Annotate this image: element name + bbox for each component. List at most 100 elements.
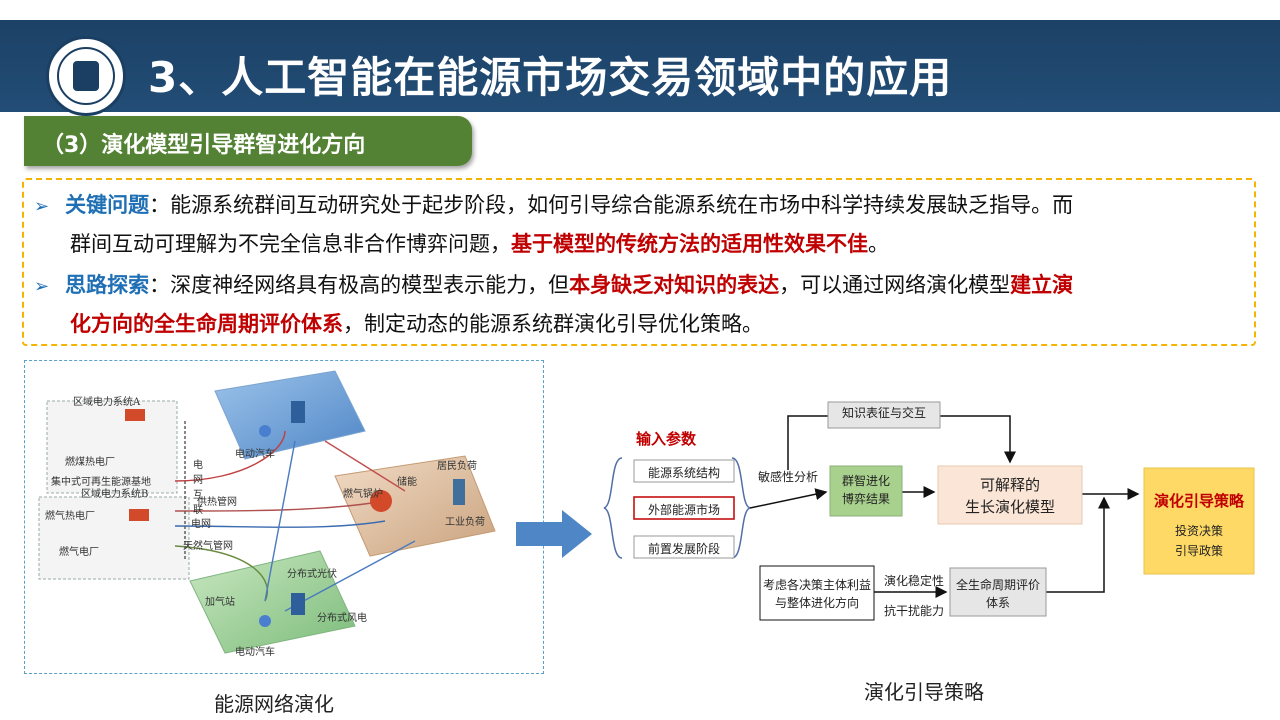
bullet-2-text-1b: ，可以通过网络演化模型	[779, 273, 1011, 297]
building-icon	[453, 479, 465, 505]
input-title: 输入参数	[636, 430, 697, 448]
swarm-label-2: 博弈结果	[841, 492, 890, 506]
building-icon	[291, 593, 305, 615]
model-label-2: 生长演化模型	[964, 498, 1055, 516]
bullet-2-text-2b: ，制定动态的能源系统群演化引导优化策略。	[343, 312, 763, 336]
right-figure-caption: 演化引导策略	[864, 680, 984, 704]
label-gas-pipe: 天然气管网	[183, 541, 233, 552]
logo-ring	[57, 47, 115, 105]
consider-box	[759, 565, 875, 621]
region-a-box	[46, 400, 178, 494]
bullet-2-line-1: ➢ 思路探索：深度神经网络具有极高的模型表示能力，但本身缺乏对知识的表达，可以通过…	[34, 268, 1073, 304]
arrow-knowledge-to-model	[940, 415, 1016, 464]
strategy-flow-diagram	[603, 401, 1255, 621]
stability-label: 演化稳定性	[884, 574, 945, 588]
substation-icon	[129, 509, 149, 521]
bullet-1-keyword: 关键问题	[65, 193, 150, 217]
label-residential: 居民负荷	[437, 461, 477, 472]
label-gas-boiler: 燃气锅炉	[343, 489, 383, 500]
header-top-strip	[0, 0, 1280, 20]
link-line-3	[284, 540, 416, 612]
bullet-1-highlight: 基于模型的传统方法的适用性效果不佳	[511, 232, 868, 256]
strategy-box	[1143, 467, 1255, 575]
consider-label-1: 考虑各决策主体利益	[762, 578, 871, 592]
label-ev-1: 电动汽车	[235, 449, 275, 460]
swarm-label-1: 群智进化	[841, 474, 890, 488]
heat-pipe-line-2	[174, 500, 386, 512]
bullet-1-line-2: 群间互动可理解为不完全信息非合作博弈问题，基于模型的传统方法的适用性效果不佳。	[70, 227, 889, 261]
storage-icon	[370, 490, 392, 512]
bullet-1-line-1: ➢ 关键问题：能源系统群间互动研究处于起步阶段，如何引导综合能源系统在市场中科学持…	[34, 188, 1073, 224]
label-ev-2: 电动汽车	[235, 647, 275, 658]
grid-line	[174, 520, 386, 528]
knowledge-label: 知识表征与交互	[841, 406, 926, 420]
arrow-to-knowledge	[787, 415, 828, 470]
bullet-2-keyword: 思路探索	[65, 273, 150, 297]
label-dist-wind: 分布式风电	[317, 613, 367, 624]
input-2: 外部能源市场	[647, 503, 720, 517]
label-grid-interconnect: 电网互联	[193, 460, 203, 516]
bullet-2-text-1a: ：深度神经网络具有极高的模型表示能力，但	[149, 273, 570, 297]
region-b-box	[38, 496, 190, 580]
link-line-2	[324, 440, 406, 492]
ev-icon	[259, 425, 271, 437]
label-region-b: 区域电力系统B	[81, 489, 149, 500]
label-heat-pipe: 供热管网	[197, 497, 237, 508]
bullet-1-text-1: ：能源系统群间互动研究处于起步阶段，如何引导综合能源系统在市场中科学持续发展缺乏…	[149, 193, 1074, 217]
strategy-item-2: 引导政策	[1174, 544, 1223, 558]
lifecycle-box	[949, 567, 1047, 617]
input-3: 前置发展阶段	[647, 542, 720, 556]
building-icon	[291, 401, 305, 423]
substation-icon	[125, 409, 145, 421]
input-bracket-left	[603, 457, 623, 559]
swarm-box	[829, 465, 903, 517]
model-label-1: 可解释的	[979, 476, 1040, 494]
input-box-2	[633, 496, 735, 520]
sensitivity-label: 敏感性分析	[758, 470, 819, 484]
label-dist-pv: 分布式光伏	[287, 569, 337, 580]
platform-ev-district	[214, 370, 366, 460]
logo-core	[73, 61, 99, 91]
label-storage: 储能	[397, 477, 417, 488]
ev-icon	[259, 615, 271, 627]
link-line-1	[264, 440, 296, 602]
label-gas-chp: 燃气热电厂	[45, 511, 95, 522]
label-grid: 电网	[191, 519, 211, 530]
section-tab: （3）演化模型引导群智进化方向	[24, 116, 472, 166]
header-banner	[0, 0, 1280, 112]
input-1: 能源系统结构	[647, 466, 720, 480]
left-figure-caption: 能源网络演化	[214, 692, 334, 716]
label-renewable: 集中式可再生能源基地	[51, 477, 151, 488]
bullet-arrow-icon: ➢	[34, 276, 50, 297]
bullet-1-text-2b: 。	[868, 232, 889, 256]
anti-interference-label: 抗干扰能力	[884, 604, 945, 618]
label-region-a: 区域电力系统A	[73, 397, 141, 408]
section-label: （3）演化模型引导群智进化方向	[42, 133, 366, 158]
knowledge-box	[827, 401, 941, 429]
bullet-2-highlight-1: 本身缺乏对知识的表达	[569, 273, 780, 297]
input-box-1	[633, 459, 735, 483]
lifecycle-label-1: 全生命周期评价	[955, 578, 1040, 592]
energy-network-diagram	[38, 370, 496, 654]
arrow-to-swarm	[749, 488, 828, 509]
label-coal-plant: 燃煤热电厂	[65, 457, 115, 468]
label-gas-plant: 燃气电厂	[59, 547, 99, 558]
bullet-arrow-icon: ➢	[34, 196, 50, 217]
heat-pipe-line	[174, 430, 286, 482]
slide-title: 3、人工智能在能源市场交易领域中的应用	[148, 53, 953, 102]
bullet-2-line-2: 化方向的全生命周期评价体系，制定动态的能源系统群演化引导优化策略。	[70, 307, 763, 341]
university-logo-icon	[46, 36, 126, 116]
lifecycle-label-2: 体系	[985, 596, 1010, 610]
bullet-2-highlight-2: 建立演	[1010, 273, 1074, 297]
label-industrial: 工业负荷	[445, 517, 485, 528]
bullet-2-highlight-3: 化方向的全生命周期评价体系	[70, 312, 343, 336]
arrow-lifecycle-to-model	[1046, 496, 1110, 593]
strategy-title: 演化引导策略	[1153, 492, 1244, 510]
model-box	[937, 465, 1083, 525]
platform-distributed-district	[189, 550, 356, 654]
consider-label-2: 与整体进化方向	[774, 596, 859, 610]
energy-network-figure: 区域电力系统A 燃煤热电厂 集中式可再生能源基地 区域电力系统B 燃气热电厂 燃…	[24, 360, 544, 674]
flow-arrow-icon	[516, 510, 592, 558]
bullet-1-text-2a: 群间互动可理解为不完全信息非合作博弈问题，	[70, 232, 511, 256]
strategy-item-1: 投资决策	[1174, 524, 1223, 538]
